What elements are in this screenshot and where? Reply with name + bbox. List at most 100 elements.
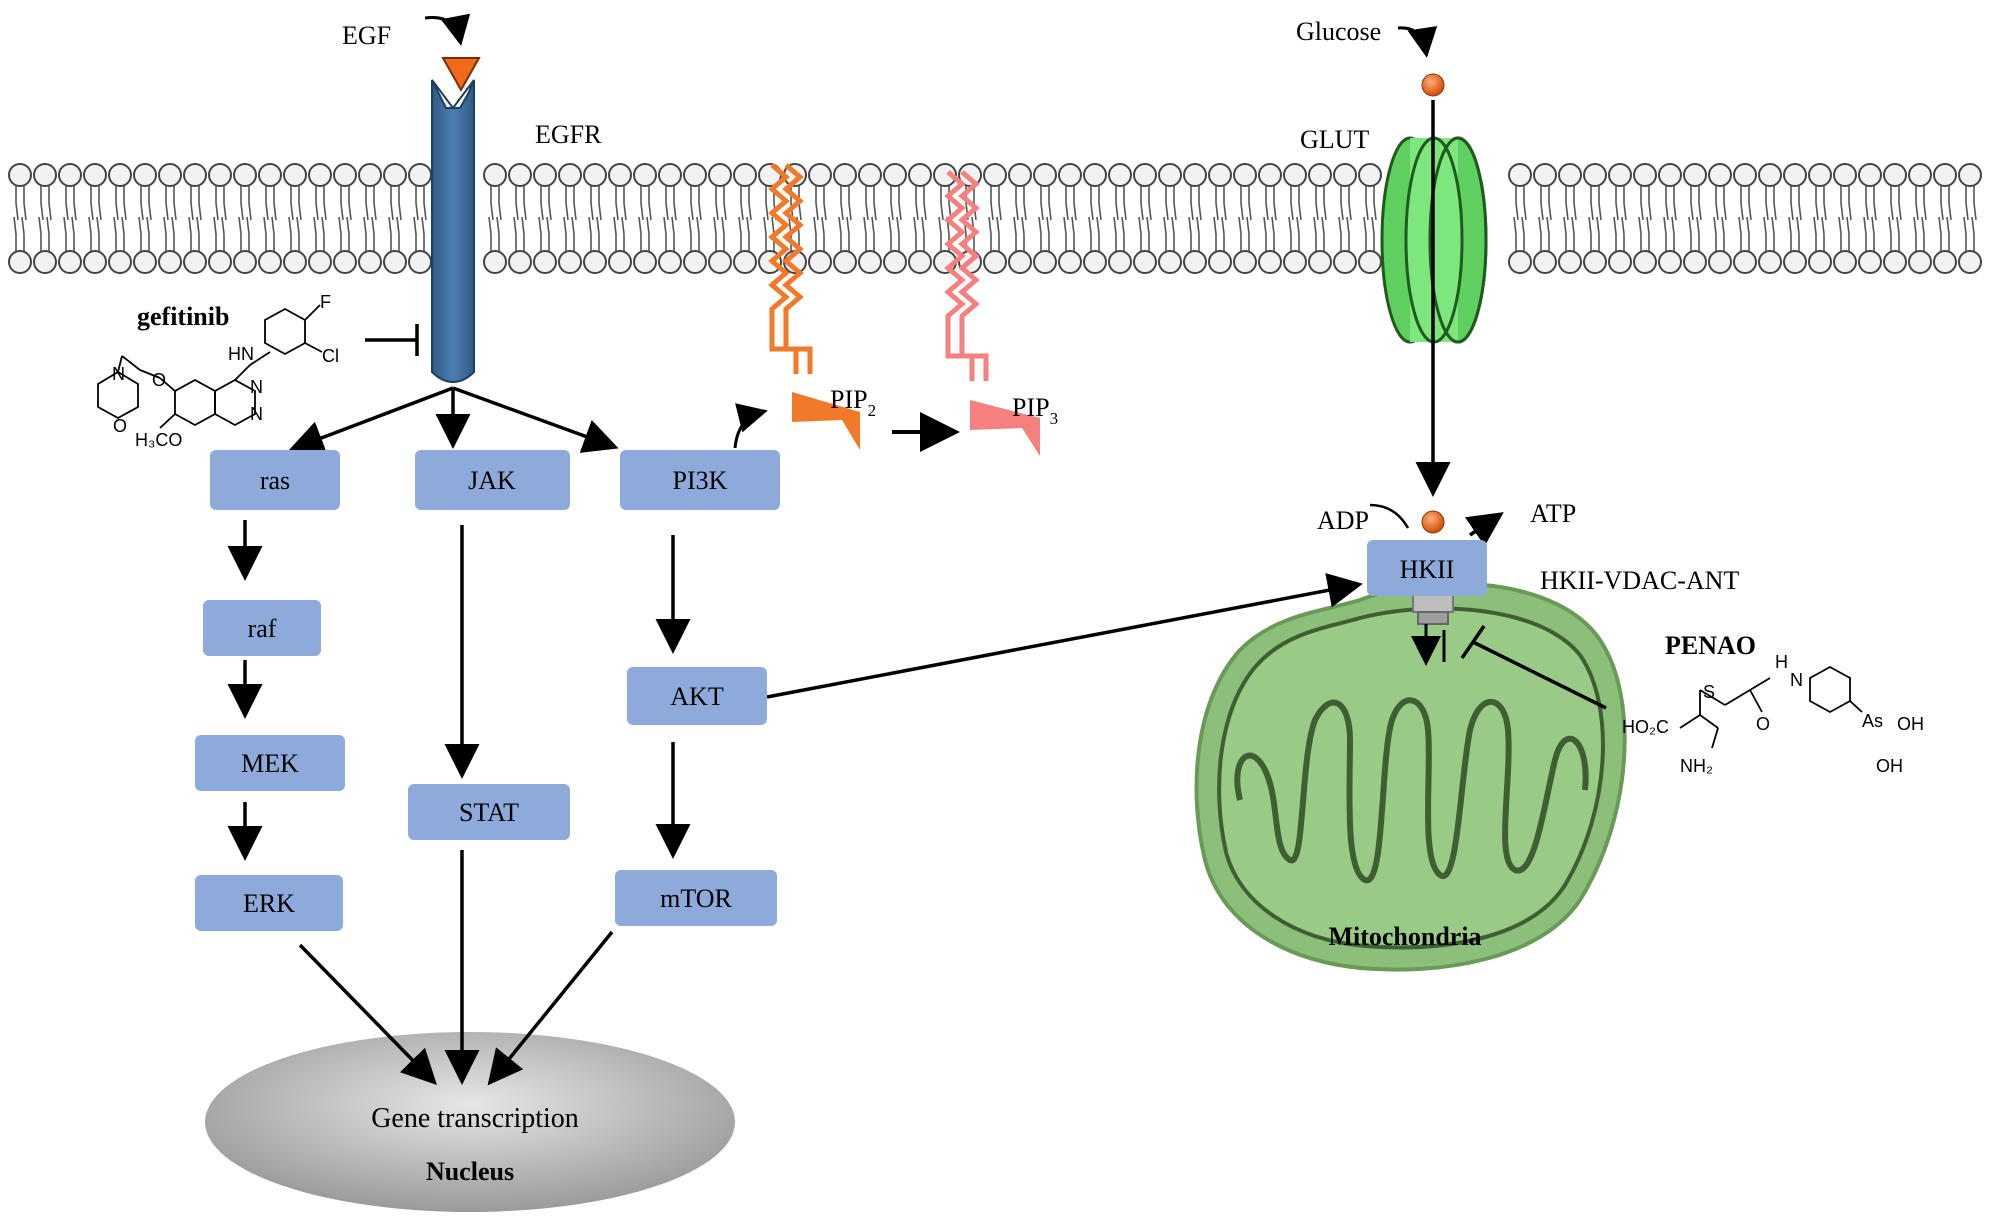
lipid-head [1658, 250, 1682, 274]
label-pip2-main: PIP [830, 385, 868, 414]
lipid-tail [1348, 186, 1352, 221]
lipid-tail [1921, 216, 1925, 251]
lipid-tail [163, 216, 167, 251]
lipid-head [558, 250, 582, 274]
lipid-tail [1238, 216, 1242, 251]
lipid-tail [323, 186, 327, 221]
lipid-head [1933, 250, 1957, 274]
lipid-head [1683, 163, 1707, 187]
lipid-tail [1613, 216, 1617, 251]
lipid-tail [598, 186, 602, 221]
gefitinib-atom-cl: Cl [322, 346, 339, 366]
lipid-tail [888, 216, 892, 251]
lipid-tail [1848, 186, 1852, 221]
gefitinib-atom-h3co: H₃CO [135, 430, 182, 450]
penao-atom-oh2: OH [1876, 756, 1903, 776]
gefitinib-atom-o2: O [113, 416, 127, 436]
penao-inhibition-tee [1460, 625, 1486, 659]
lipid-tail [165, 186, 169, 221]
lipid-head [208, 250, 232, 274]
egf-binding-arrow [424, 13, 471, 46]
lipid-tail [898, 186, 902, 221]
lipid-head [1633, 163, 1657, 187]
lipid-tail [590, 186, 594, 221]
lipid-head [1683, 250, 1707, 274]
lipid-tail [263, 216, 267, 251]
lipid-tail [1663, 216, 1667, 251]
lipid-tail [896, 216, 900, 251]
lipid-head [1008, 163, 1032, 187]
lipid-head [1633, 250, 1657, 274]
lipid-tail [1063, 216, 1067, 251]
akt-to-hkii-arrow [766, 573, 1363, 699]
label-complex: HKII-VDAC-ANT [1540, 566, 1739, 595]
lipid-tail [1523, 186, 1527, 221]
lipid-head [1708, 163, 1732, 187]
lipid-tail [1288, 216, 1292, 251]
penao-structure [1679, 665, 1863, 749]
lipid-tail [365, 186, 369, 221]
lipid-head [33, 163, 57, 187]
lipid-tail [23, 186, 27, 221]
lipid-head [808, 250, 832, 274]
lipid-tail [1688, 216, 1692, 251]
lipid-head [1133, 163, 1157, 187]
lipid-head [1858, 250, 1882, 274]
node-mek: MEK [195, 735, 345, 791]
lipid-tail [196, 216, 200, 251]
lipid-head [908, 163, 932, 187]
lipid-head [1758, 163, 1782, 187]
lipid-head [833, 250, 857, 274]
lipid-tail [1813, 216, 1817, 251]
lipid-tail [973, 186, 977, 221]
lipid-head [858, 163, 882, 187]
lipid-tail [915, 186, 919, 221]
lipid-tail [1373, 186, 1377, 221]
lipid-tail [1896, 216, 1900, 251]
lipid-tail [665, 186, 669, 221]
lipid-head [1233, 163, 1257, 187]
lipid-head [708, 163, 732, 187]
lipid-tail [1748, 186, 1752, 221]
lipid-tail [1690, 186, 1694, 221]
lipid-head [1958, 250, 1982, 274]
lipid-tail [640, 186, 644, 221]
lipid-tail [765, 186, 769, 221]
lipid-head [1058, 250, 1082, 274]
lipid-tail [815, 186, 819, 221]
lipid-tail [1646, 216, 1650, 251]
lipid-tail [13, 216, 17, 251]
penao-inhibition-line [1472, 640, 1607, 710]
erk-to-nucleus-arrow [298, 943, 437, 1086]
lipid-head [658, 250, 682, 274]
lipid-tail [1138, 216, 1142, 251]
phosphate-ball [1421, 510, 1445, 534]
label-gefitinib: gefitinib [137, 302, 229, 331]
label-glucose: Glucose [1296, 17, 1381, 46]
lipid-tail [1221, 216, 1225, 251]
lipid-tail [248, 186, 252, 221]
lipid-head [158, 250, 182, 274]
node-raf: raf [203, 600, 321, 656]
lipid-tail [921, 216, 925, 251]
lipid-tail [1721, 216, 1725, 251]
lipid-tail [1615, 186, 1619, 221]
lipid-head [1183, 250, 1207, 274]
lipid-head [1008, 250, 1032, 274]
lipid-head [58, 163, 82, 187]
lipid-head [233, 250, 257, 274]
lipid-tail [198, 186, 202, 221]
lipid-tail [998, 186, 1002, 221]
lipid-tail [1290, 186, 1294, 221]
lipid-tail [1546, 216, 1550, 251]
lipid-tail [423, 186, 427, 221]
lipid-head [1283, 250, 1307, 274]
lipid-head [1883, 250, 1907, 274]
lipid-head [1958, 163, 1982, 187]
lipid-tail [1215, 186, 1219, 221]
gefitinib-atom-n1: N [250, 377, 263, 397]
lipid-tail [1515, 186, 1519, 221]
lipid-head [633, 163, 657, 187]
lipid-tail [990, 186, 994, 221]
